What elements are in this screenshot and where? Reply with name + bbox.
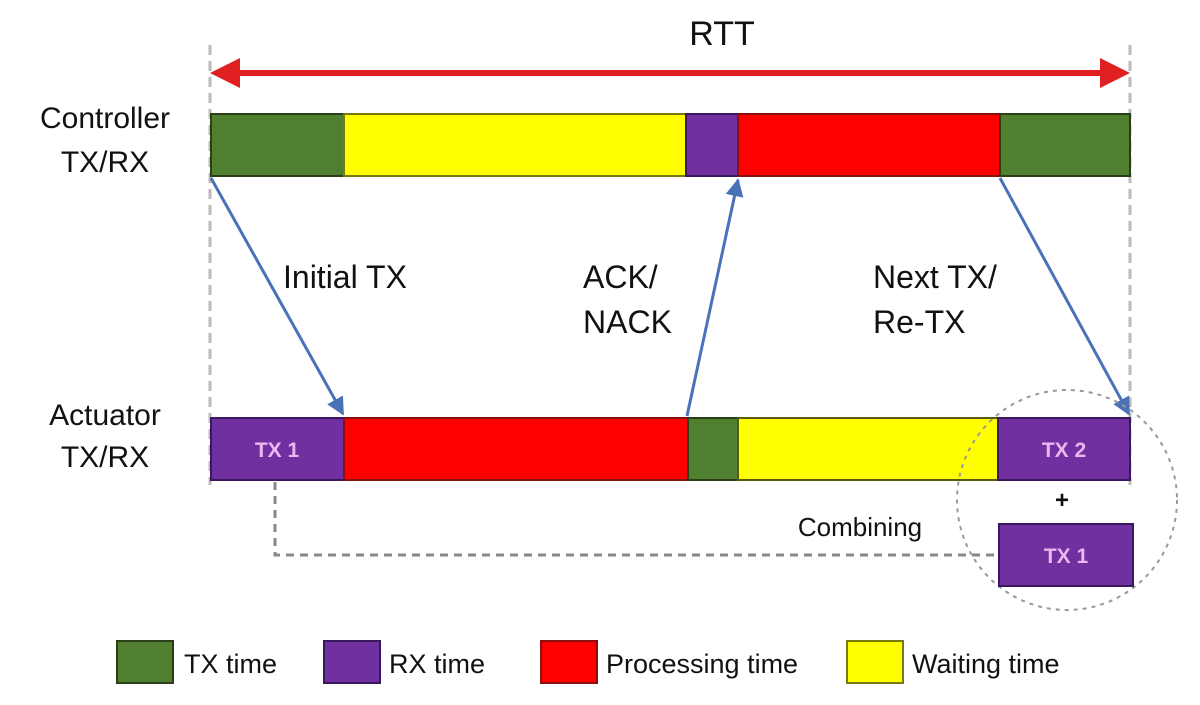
initial-tx-arrow xyxy=(209,177,345,416)
legend-swatch-wait xyxy=(846,640,904,684)
combining-tx1-label: TX 1 xyxy=(1044,545,1089,568)
actuator-label-line1: Actuator xyxy=(49,399,161,432)
next-tx-label-line1: Next TX/ xyxy=(873,259,997,295)
controller-seg-proc xyxy=(737,113,1001,177)
controller-bar xyxy=(210,113,1131,177)
ack-nack-arrow xyxy=(685,178,744,417)
next-tx-arrow xyxy=(998,177,1131,416)
actuator-seg-rx-2 xyxy=(997,417,1131,481)
legend-swatch-tx xyxy=(116,640,174,684)
controller-seg-rx xyxy=(685,113,739,177)
controller-label-line1: Controller xyxy=(40,102,170,135)
actuator-seg-proc xyxy=(343,417,689,481)
legend-label-rx: RX time xyxy=(389,649,485,679)
next-tx-label-line2: Re-TX xyxy=(873,304,965,340)
legend-label-tx: TX time xyxy=(184,649,277,679)
actuator-label-line2: TX/RX xyxy=(61,441,149,474)
combining-label: Combining xyxy=(798,512,922,542)
actuator-seg-rx-1-label: TX 1 xyxy=(255,439,300,462)
initial-tx-label: Initial TX xyxy=(283,259,407,295)
controller-seg-tx-2 xyxy=(999,113,1131,177)
rtt-title: RTT xyxy=(689,15,754,53)
combining-tx1-block xyxy=(998,523,1134,587)
legend-label-wait: Waiting time xyxy=(912,649,1060,679)
legend-label-proc: Processing time xyxy=(606,649,798,679)
legend-swatch-rx xyxy=(323,640,381,684)
combining-dashed-line xyxy=(273,482,998,557)
combining-plus: + xyxy=(1055,487,1069,514)
controller-label-line2: TX/RX xyxy=(61,146,149,179)
controller-seg-tx-1 xyxy=(210,113,345,177)
actuator-seg-wait xyxy=(737,417,999,481)
ack-nack-label-line2: NACK xyxy=(583,304,672,340)
actuator-seg-rx-2-label: TX 2 xyxy=(1042,439,1086,462)
ack-nack-label-line1: ACK/ xyxy=(583,259,658,295)
actuator-bar: TX 1 TX 2 xyxy=(210,417,1131,481)
controller-seg-wait xyxy=(343,113,687,177)
combining-circle xyxy=(956,389,1178,611)
actuator-seg-tx xyxy=(687,417,739,481)
legend: TX time RX time Processing time Waiting … xyxy=(116,640,1060,684)
legend-swatch-proc xyxy=(540,640,598,684)
